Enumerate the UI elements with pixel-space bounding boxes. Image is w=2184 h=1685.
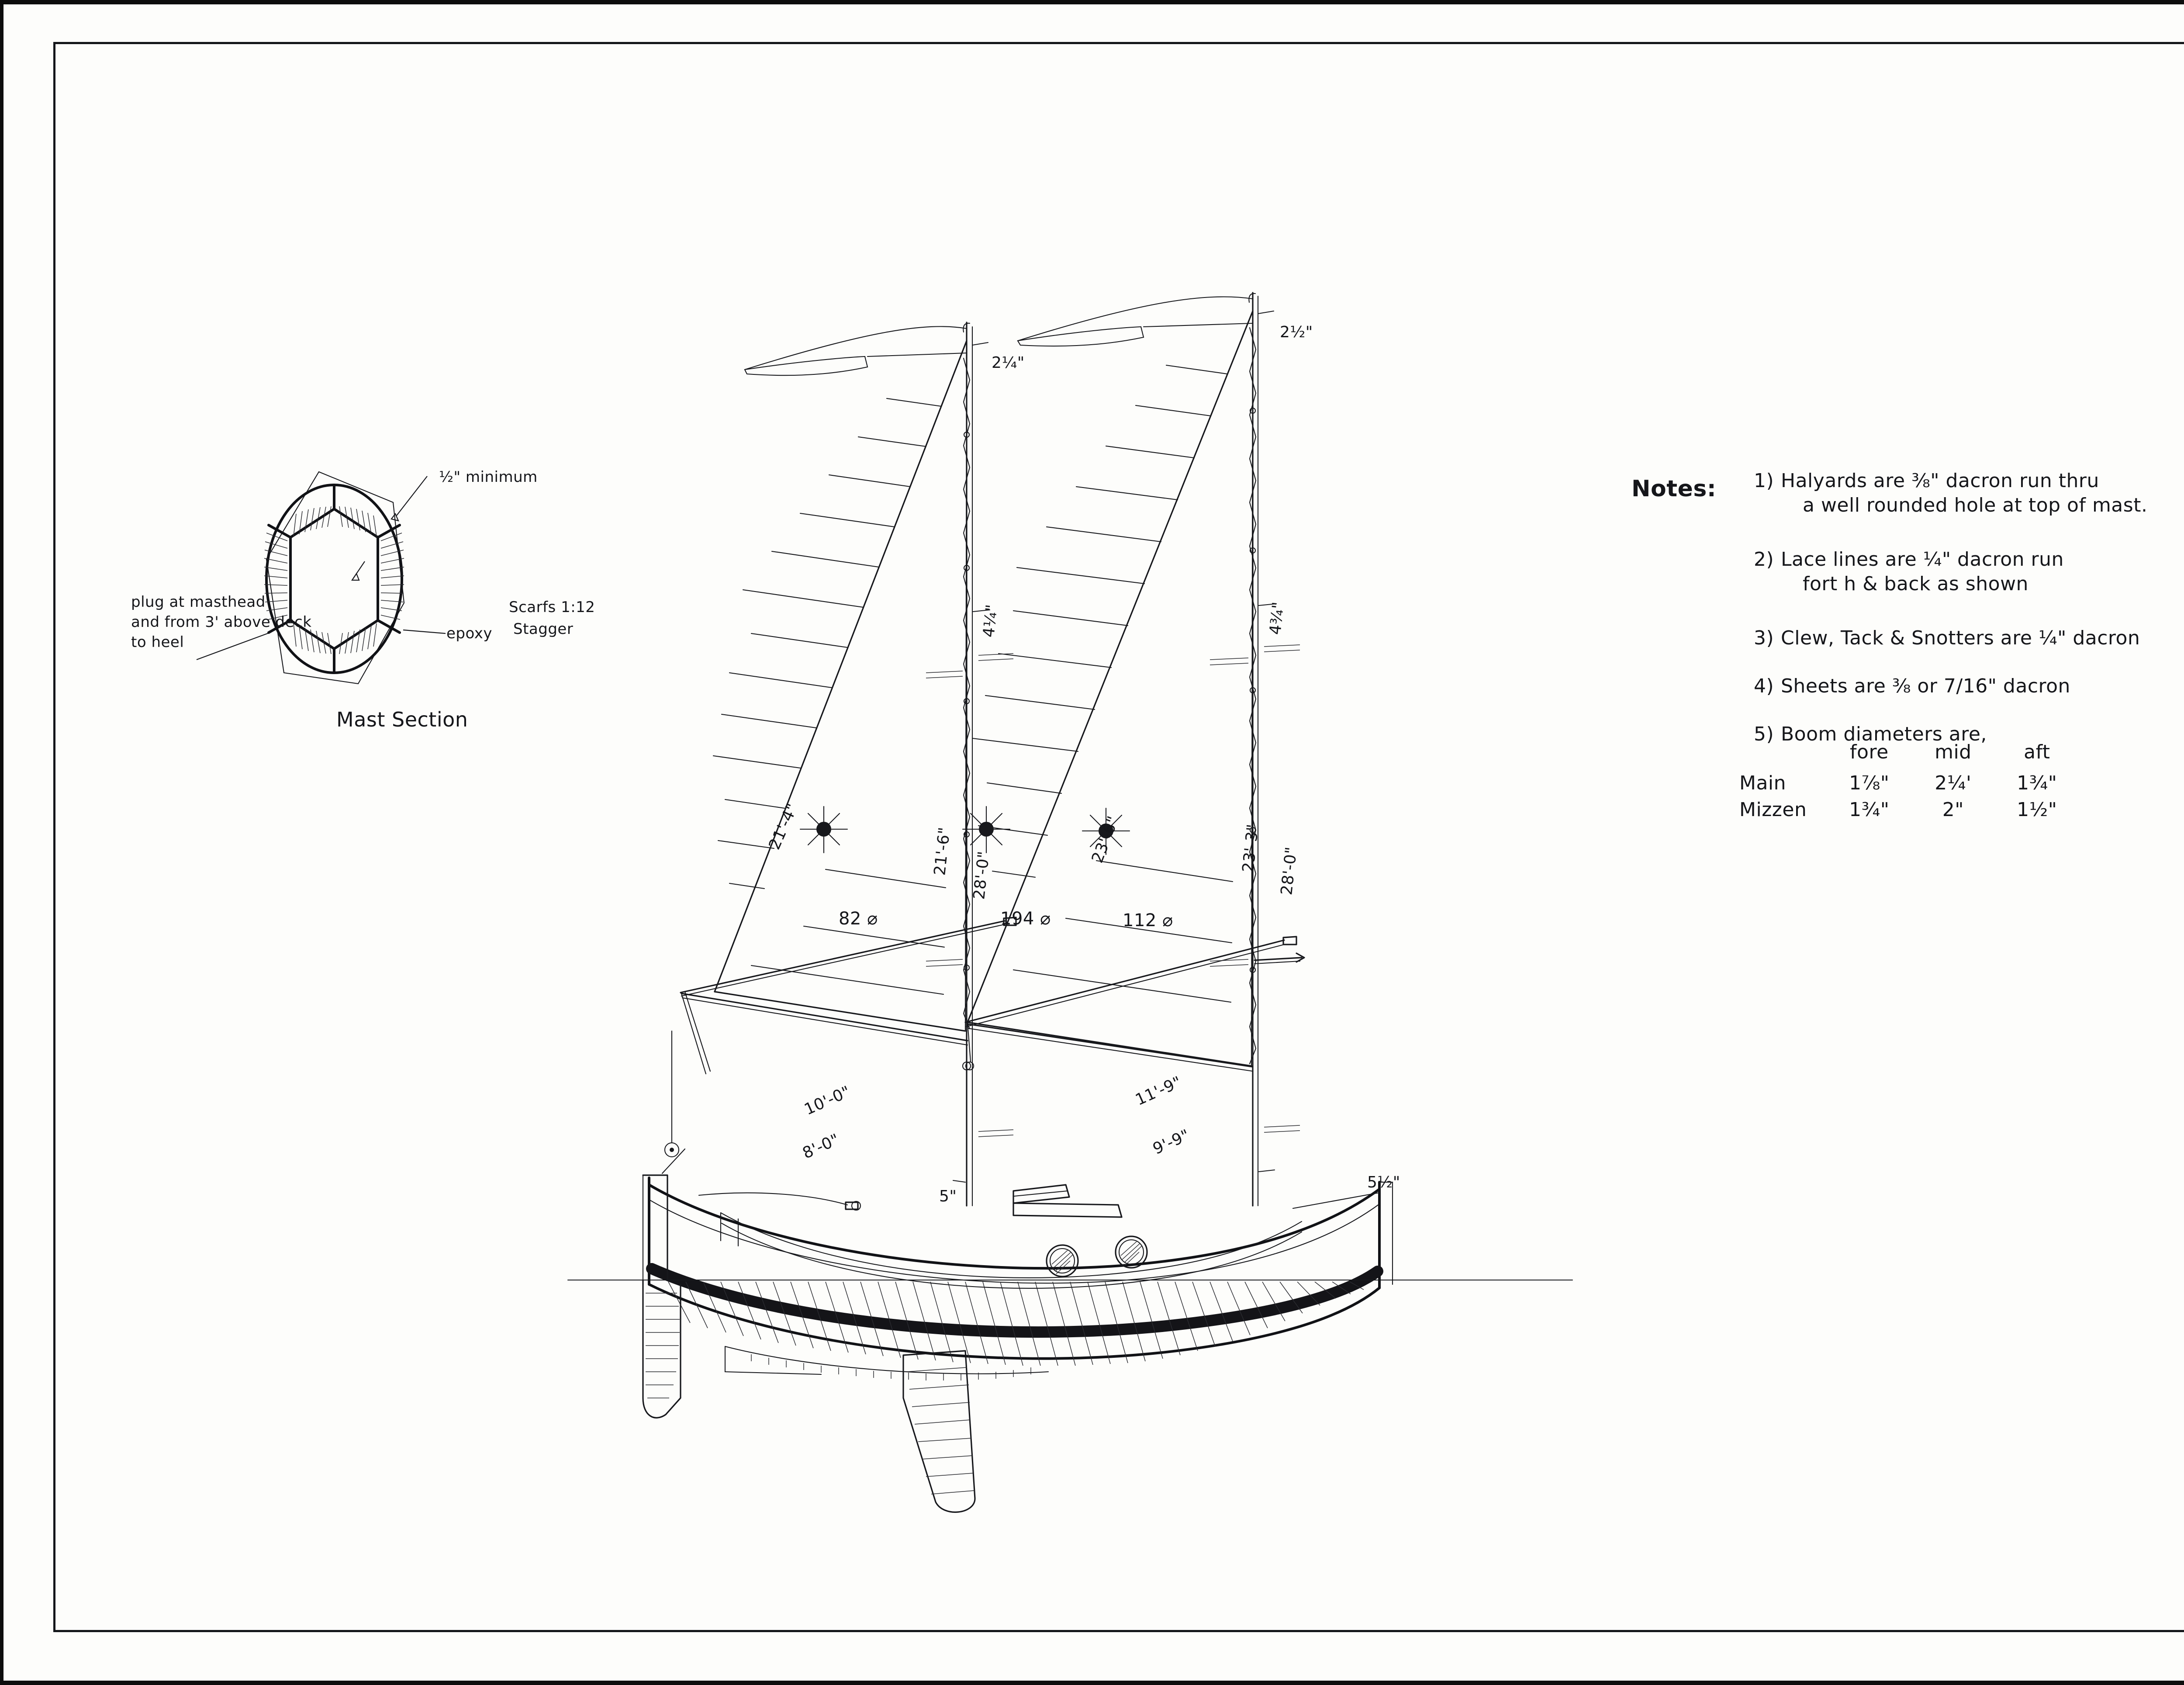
boom-diameter-table: fore mid aft Main 1⅞" 2¼' 1¾" Mizzen 1¾"… bbox=[1738, 738, 2079, 823]
title-block-designer: Karl Stambaugh NA bbox=[2162, 1439, 2184, 1463]
boom-row-main-aft: 1¾" bbox=[2017, 772, 2057, 794]
note-5-number: 5) bbox=[1754, 723, 1774, 745]
main-mast-diameter-mid-label: 4¼" bbox=[980, 603, 1001, 638]
note-2-number: 2) bbox=[1754, 548, 1774, 571]
boom-row-mizzen-fore: 1¾" bbox=[1849, 799, 1890, 821]
boom-table-corner bbox=[1739, 739, 1827, 769]
scan-edge-top bbox=[0, 0, 2184, 4]
table-row: Mizzen 1¾" 2" 1½" bbox=[1739, 797, 2078, 823]
mast-section-stagger-label: Stagger bbox=[513, 620, 574, 638]
boom-row-main-mid: 2¼' bbox=[1935, 772, 1972, 794]
boom-row-mizzen-aft: 1½" bbox=[2017, 799, 2057, 821]
mizzen-sail-area-label: 112 ⌀ bbox=[1123, 910, 1173, 931]
scan-edge-left bbox=[0, 0, 3, 1685]
mast-section-plug-label-line3: to heel bbox=[131, 633, 184, 651]
mast-section-caption: Mast Section bbox=[336, 708, 468, 731]
note-3-number: 3) bbox=[1754, 627, 1774, 649]
title-block-city-state: Severna Park, MD bbox=[2162, 1399, 2184, 1422]
note-2-line1: Lace lines are ¼" dacron run bbox=[1781, 548, 2064, 571]
mast-section-drawing bbox=[196, 471, 446, 685]
mast-section-epoxy-label: epoxy bbox=[446, 625, 492, 642]
mast-section-plug-label-line2: and from 3' above deck bbox=[131, 613, 312, 631]
note-4-line1: Sheets are ⅜ or 7/16" dacron bbox=[1781, 675, 2070, 697]
boom-table-header-row: fore mid aft bbox=[1739, 739, 2078, 769]
center-of-effort-mizzen bbox=[1082, 807, 1130, 855]
main-masthead-diameter-label: 2¼" bbox=[992, 354, 1025, 372]
title-block-company: Windward Designs bbox=[2162, 1353, 2184, 1376]
mizzen-mast-at-deck-label: 5½" bbox=[1367, 1173, 1400, 1191]
title-block: CATBIRD 21 Sail Plan 1-14-96 Sheet 1 of … bbox=[2162, 1118, 2184, 1463]
note-2-line2: fort h & back as shown bbox=[1803, 573, 2028, 595]
note-1-line2: a well rounded hole at top of mast. bbox=[1803, 494, 2148, 516]
mast-section-min-thickness-label: ½" minimum bbox=[439, 468, 538, 486]
boom-row-mizzen-mid: 2" bbox=[1942, 799, 1964, 821]
center-of-effort-total bbox=[962, 806, 1011, 854]
note-3-line1: Clew, Tack & Snotters are ¼" dacron bbox=[1781, 627, 2140, 649]
drawing-border bbox=[53, 42, 2184, 1632]
main-sail-area-label: 82 ⌀ bbox=[839, 909, 878, 929]
title-block-sheet-title: Sail Plan bbox=[2162, 1305, 2184, 1330]
note-5-line1: Boom diameters are, bbox=[1781, 723, 1987, 745]
boom-row-mizzen-name: Mizzen bbox=[1739, 799, 1807, 821]
mast-section-scarfs-label: Scarfs 1:12 bbox=[509, 599, 595, 616]
title-block-date-and-sheet: 1-14-96 Sheet 1 of 1 bbox=[2162, 1330, 2184, 1353]
main-mast-at-deck-label: 5" bbox=[939, 1187, 957, 1205]
total-sail-area-label: 194 ⌀ bbox=[1000, 909, 1051, 929]
boom-table-header-aft: aft bbox=[2024, 741, 2050, 763]
title-block-address: 794 Creek View Rd bbox=[2162, 1376, 2184, 1399]
center-of-effort-main bbox=[799, 806, 848, 854]
boom-row-main-fore: 1⅞" bbox=[1849, 772, 1890, 794]
mast-section-plug-label-line1: plug at masthead bbox=[131, 593, 266, 611]
notes-heading: Notes: bbox=[1631, 476, 1717, 502]
boom-table-header-mid: mid bbox=[1935, 741, 1972, 763]
mizzen-masthead-diameter-label: 2½" bbox=[1280, 323, 1313, 341]
boom-table-header-fore: fore bbox=[1850, 741, 1889, 763]
note-4-number: 4) bbox=[1754, 675, 1774, 697]
hull-portlights bbox=[1046, 1235, 1148, 1277]
note-1-number: 1) bbox=[1754, 470, 1774, 492]
table-row: Main 1⅞" 2¼' 1¾" bbox=[1739, 770, 2078, 796]
boom-row-main-name: Main bbox=[1739, 772, 1787, 794]
scan-edge-bottom bbox=[0, 1681, 2184, 1685]
sail-plan-drawing bbox=[567, 292, 1573, 1513]
note-1-line1: Halyards are ⅜" dacron run thru bbox=[1781, 470, 2099, 492]
mizzen-mast-diameter-mid-label: 4¾" bbox=[1266, 601, 1288, 636]
